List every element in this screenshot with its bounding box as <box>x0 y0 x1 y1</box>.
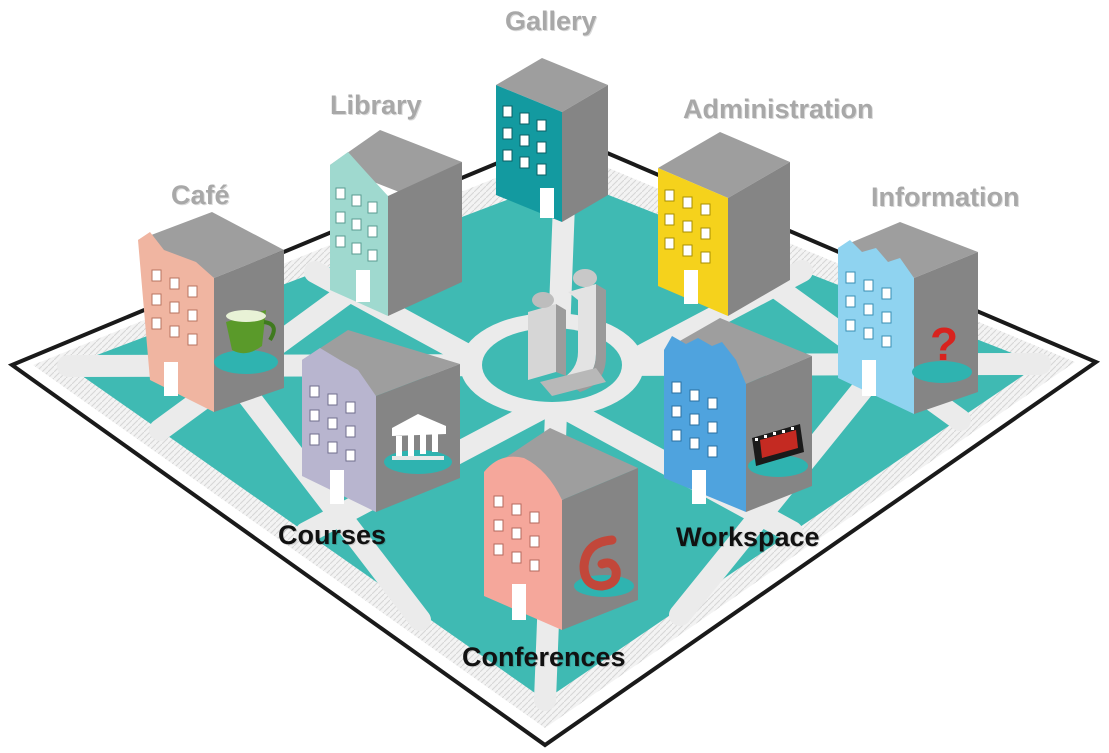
library-building[interactable] <box>330 130 462 316</box>
spiral-icon <box>574 535 634 597</box>
workspace-building[interactable] <box>664 318 812 512</box>
gallery-label[interactable]: Gallery <box>505 6 597 36</box>
library-label[interactable]: Library <box>330 90 422 120</box>
information-label[interactable]: Information <box>871 182 1020 212</box>
u-logo-icon <box>528 269 606 396</box>
cafe-label[interactable]: Café <box>171 180 230 210</box>
cafe-building[interactable] <box>138 212 284 412</box>
svg-text:?: ? <box>930 318 958 370</box>
conferences-label[interactable]: Conferences <box>462 642 626 672</box>
workspace-label[interactable]: Workspace <box>676 522 820 552</box>
administration-label[interactable]: Administration <box>683 94 874 124</box>
conferences-building[interactable] <box>484 428 638 630</box>
question-mark-icon: ? <box>912 318 972 383</box>
courses-label[interactable]: Courses <box>278 520 387 550</box>
administration-building[interactable] <box>658 132 790 316</box>
information-building[interactable]: ? <box>838 222 978 414</box>
classical-building-icon <box>384 414 452 474</box>
gallery-building[interactable] <box>496 58 608 222</box>
coffee-cup-icon <box>214 310 278 374</box>
courses-building[interactable] <box>302 330 460 512</box>
film-strip-icon <box>748 424 808 477</box>
